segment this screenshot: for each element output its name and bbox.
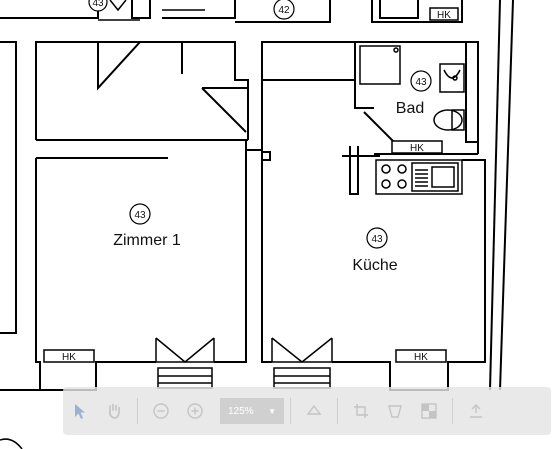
toolbar-separator: [337, 398, 338, 424]
toolbar-separator: [290, 398, 291, 424]
room1-wall: [140, 41, 183, 74]
svg-text:HK: HK: [62, 352, 76, 363]
bath-wall: [355, 41, 479, 154]
svg-text:HK: HK: [437, 10, 451, 21]
room-number-marker: 43: [88, 0, 108, 12]
room-number-marker: 43: [366, 227, 388, 249]
hk-radiator: HK: [391, 140, 443, 154]
bath-wall: [465, 42, 478, 143]
shower-top: [379, 0, 419, 19]
rotate-icon[interactable]: [297, 394, 331, 428]
room1-wall: [35, 41, 98, 140]
crop-icon[interactable]: [344, 394, 378, 428]
zoom-dropdown-icon: ▼: [268, 406, 276, 416]
bath-wall: [354, 42, 374, 109]
room-number-marker: 43: [410, 70, 432, 92]
select-arrow-icon[interactable]: [63, 394, 97, 428]
stove-burner: [397, 179, 407, 189]
room-label-kueche: Küche: [352, 257, 397, 274]
door-swing-right: [271, 337, 333, 363]
svg-text:43: 43: [371, 234, 383, 245]
bath-sink: [439, 63, 465, 93]
toolbar-separator: [452, 398, 453, 424]
room1-wall: [214, 140, 247, 363]
hk-radiator: HK: [395, 349, 447, 363]
inner-wall: [246, 149, 271, 161]
kitchen-wall: [261, 79, 355, 90]
kitchen-wall: [349, 146, 359, 195]
door-swing-left: [155, 337, 215, 363]
room1-wall: [97, 41, 141, 91]
zoom-level-value: 125%: [228, 405, 254, 417]
top-wall-segment: [162, 0, 236, 19]
room1-wall: [201, 87, 247, 133]
svg-text:HK: HK: [410, 143, 424, 154]
svg-text:42: 42: [278, 5, 290, 16]
zoom-in-icon[interactable]: [178, 394, 212, 428]
inner-wall: [261, 41, 356, 80]
stove-burner: [381, 179, 391, 189]
room-label-bad: Bad: [396, 100, 424, 117]
top-wall-segment: [131, 0, 151, 19]
layers-icon[interactable]: [412, 394, 446, 428]
outer-wall: [499, 0, 514, 391]
toilet: [451, 109, 465, 131]
toolbar-separator: [137, 398, 138, 424]
hk-radiator: HK: [43, 349, 95, 363]
room-number-marker: 42: [273, 0, 295, 20]
left-wall: [0, 41, 17, 334]
measure-icon[interactable]: [378, 394, 412, 428]
svg-text:43: 43: [134, 210, 146, 221]
viewer-toolbar: 125% ▼: [63, 387, 551, 435]
kitchen-wall: [332, 159, 486, 391]
zoom-out-icon[interactable]: [144, 394, 178, 428]
zoom-level-select[interactable]: 125% ▼: [220, 398, 284, 424]
export-icon[interactable]: [459, 394, 493, 428]
room-number-marker: 43: [129, 203, 151, 225]
svg-text:43: 43: [415, 77, 427, 88]
outer-wall: [489, 0, 501, 391]
pan-hand-icon[interactable]: [97, 394, 131, 428]
kitchen-sink: [411, 162, 459, 192]
top-wall-segment: [0, 0, 99, 19]
top-wall-segment: [235, 0, 331, 23]
hk-radiator: HK: [429, 7, 459, 21]
shower-tray: [359, 45, 401, 85]
stove-burner: [381, 164, 391, 174]
room1-wall: [182, 41, 249, 140]
top-wall-segment: [371, 0, 463, 23]
svg-text:HK: HK: [414, 352, 428, 363]
stove-burner: [397, 164, 407, 174]
kitchen-wall: [261, 160, 272, 363]
svg-text:43: 43: [92, 0, 104, 9]
kitchen-counter: [375, 159, 463, 195]
room-label-zimmer1: Zimmer 1: [113, 232, 181, 249]
